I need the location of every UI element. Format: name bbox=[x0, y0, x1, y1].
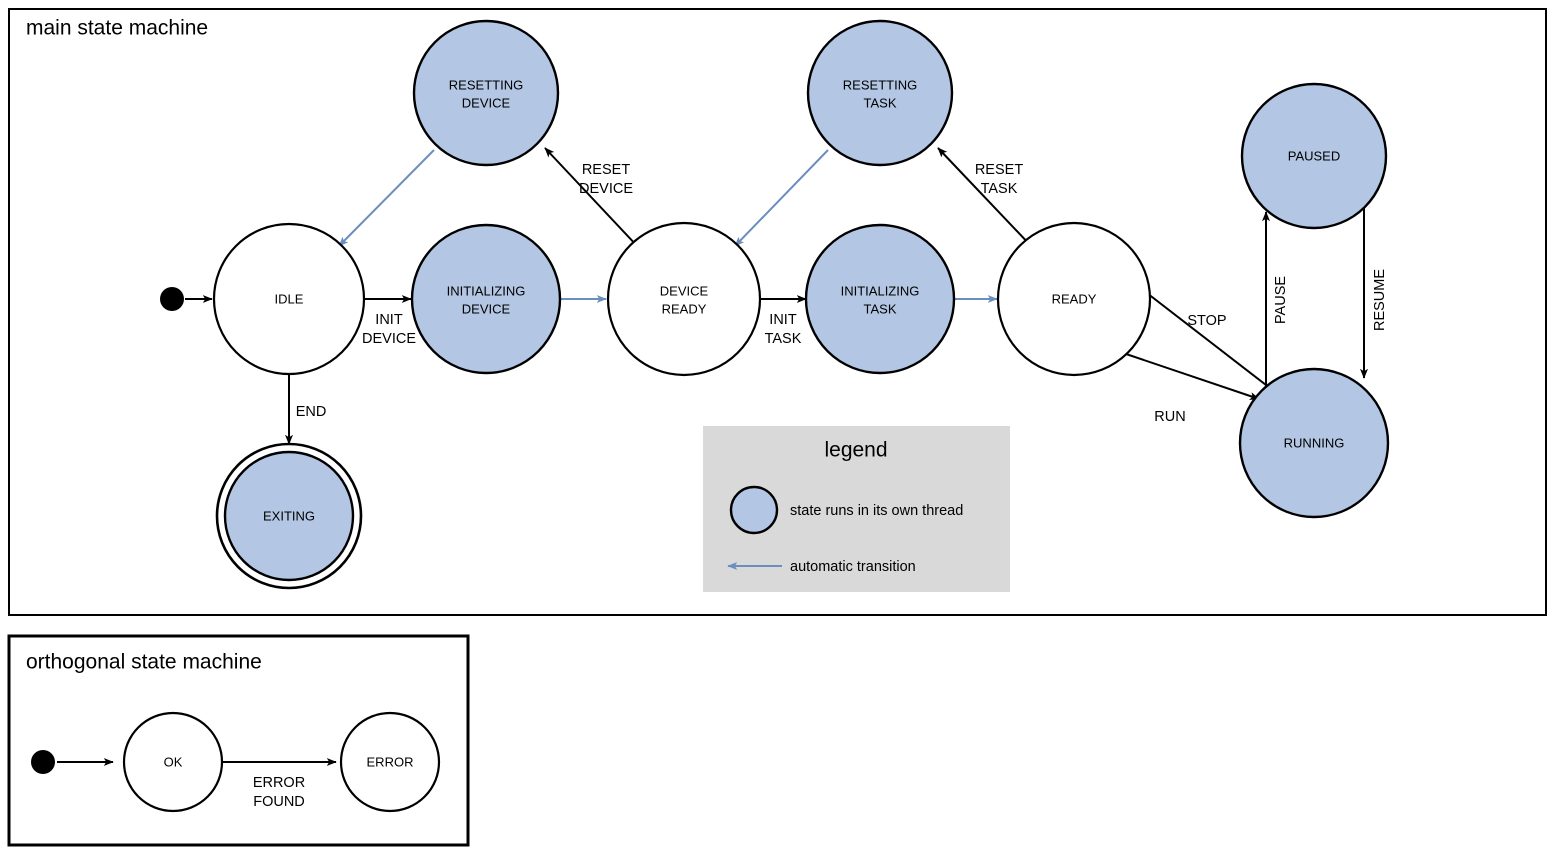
transition-label-end: END bbox=[296, 404, 327, 420]
orthogonal-state-machine-title: orthogonal state machine bbox=[26, 651, 262, 674]
edge-device-ready-to-resetting-device bbox=[544, 147, 640, 249]
edge-running-to-ready bbox=[1133, 282, 1267, 386]
transition-label-reset-device-line1: RESET bbox=[582, 162, 630, 178]
state-initializing-task-label-line2: TASK bbox=[864, 301, 897, 316]
state-resetting-device-label-line1: RESETTING bbox=[449, 77, 523, 92]
transition-label-reset-task-line1: RESET bbox=[975, 162, 1023, 178]
state-paused[interactable] bbox=[1240, 82, 1388, 230]
edge-resetting-task-to-device-ready bbox=[734, 149, 829, 247]
state-resetting-device-label-line2: DEVICE bbox=[462, 95, 511, 110]
state-initializing-task-label-line1: INITIALIZING bbox=[841, 283, 920, 298]
state-error[interactable] bbox=[339, 711, 441, 813]
state-resetting-task[interactable] bbox=[806, 19, 954, 167]
state-initializing-device-label-line2: DEVICE bbox=[462, 301, 511, 316]
state-running-label: RUNNING bbox=[1284, 435, 1345, 450]
state-idle[interactable] bbox=[212, 222, 366, 376]
transition-label-error-found-line2: FOUND bbox=[253, 794, 305, 810]
main-state-machine-title: main state machine bbox=[26, 17, 208, 40]
state-paused-label: PAUSED bbox=[1288, 148, 1341, 163]
transition-label-resume: RESUME bbox=[1372, 269, 1388, 331]
state-resetting-task-label-line2: TASK bbox=[864, 95, 897, 110]
state-device-ready-label-line2: READY bbox=[662, 301, 707, 316]
state-initializing-task[interactable] bbox=[804, 223, 956, 375]
legend-thread-state-text: state runs in its own thread bbox=[790, 503, 963, 519]
transition-label-reset-task-line2: TASK bbox=[981, 181, 1018, 197]
state-exiting[interactable] bbox=[223, 450, 355, 582]
transition-label-init-task-line2: TASK bbox=[765, 331, 802, 347]
state-initializing-device[interactable] bbox=[410, 223, 562, 375]
transition-label-init-task-line1: INIT bbox=[769, 312, 797, 328]
state-idle-label: IDLE bbox=[275, 291, 304, 306]
transition-label-init-device-line1: INIT bbox=[375, 312, 403, 328]
transition-label-init-device-line2: DEVICE bbox=[362, 331, 416, 347]
edge-ready-to-running bbox=[1125, 353, 1260, 400]
state-error-label: ERROR bbox=[367, 754, 414, 769]
initial-state-dot bbox=[160, 287, 184, 311]
state-ok-label: OK bbox=[164, 754, 183, 769]
state-resetting-task-label-line1: RESETTING bbox=[843, 77, 917, 92]
legend-title: legend bbox=[824, 439, 887, 462]
state-initializing-device-label-line1: INITIALIZING bbox=[447, 283, 526, 298]
state-device-ready-label-line1: DEVICE bbox=[660, 283, 709, 298]
transition-label-stop: STOP bbox=[1187, 313, 1226, 329]
state-exiting-label: EXITING bbox=[263, 508, 315, 523]
state-running[interactable] bbox=[1238, 367, 1390, 519]
transition-label-error-found-line1: ERROR bbox=[253, 775, 305, 791]
edge-ready-to-resetting-task bbox=[937, 147, 1034, 249]
state-exiting-outer-ring bbox=[215, 442, 363, 590]
orthogonal-initial-state-dot bbox=[31, 750, 55, 774]
state-device-ready[interactable] bbox=[606, 221, 762, 377]
state-ready-label: READY bbox=[1052, 291, 1097, 306]
state-ok[interactable] bbox=[122, 711, 224, 813]
transition-label-run: RUN bbox=[1154, 409, 1185, 425]
transition-label-pause: PAUSE bbox=[1273, 276, 1289, 324]
legend-thread-state-swatch bbox=[729, 485, 779, 535]
legend-auto-transition-text: automatic transition bbox=[790, 559, 916, 575]
state-ready[interactable] bbox=[996, 221, 1152, 377]
state-resetting-device[interactable] bbox=[412, 19, 560, 167]
transition-label-reset-device-line2: DEVICE bbox=[579, 181, 633, 197]
edge-resetting-device-to-idle bbox=[338, 149, 435, 247]
